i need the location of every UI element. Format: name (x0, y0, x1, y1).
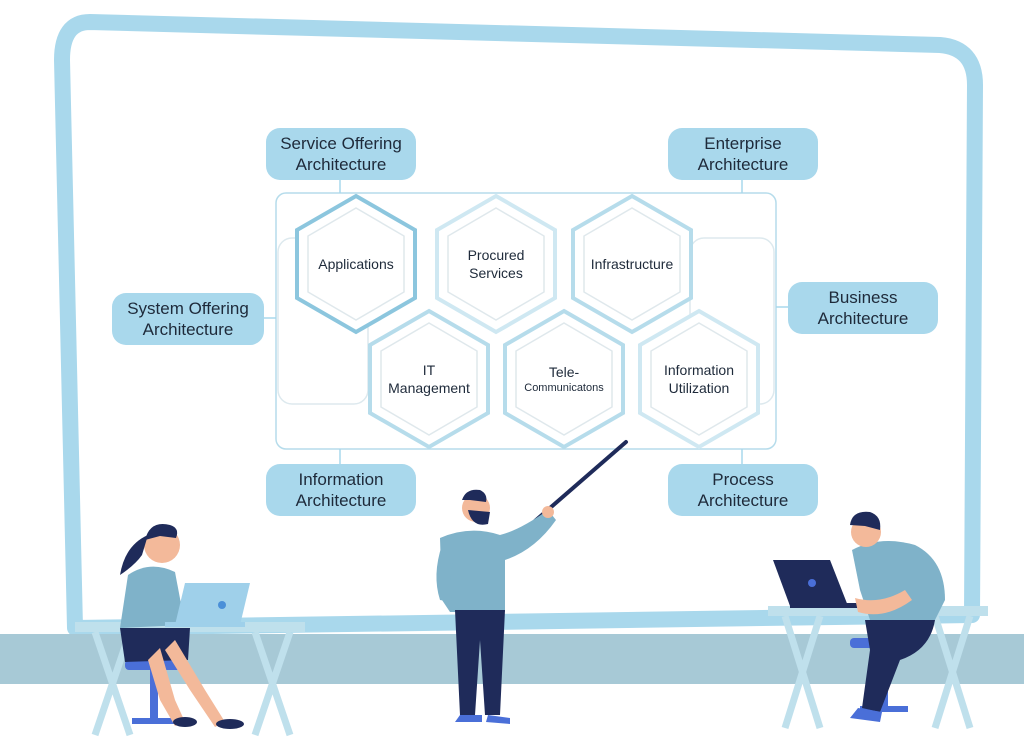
hexagon-information-utilization (638, 308, 760, 450)
man-at-desk (768, 511, 988, 730)
hex-label-it-management: IT Management (388, 362, 470, 396)
hexagon-procured-services (435, 193, 557, 335)
presenter-with-pointer (436, 440, 628, 724)
hexagon-telecommunications (503, 308, 625, 450)
hex-label-procured-services: Procured Services (467, 247, 525, 281)
hex-label-information-utilization: Information Utilization (663, 362, 735, 396)
hexagon-applications (295, 193, 417, 335)
whiteboard-frame (54, 14, 983, 636)
central-box (275, 192, 777, 450)
hex-label-telecommunications: Tele- Communicatons (524, 364, 604, 394)
woman-at-desk (75, 524, 305, 737)
hexagon-infrastructure (571, 193, 693, 335)
hex-label-applications: Applications (318, 256, 394, 272)
hex-label-infrastructure: Infrastructure (590, 256, 674, 272)
hexagon-it-management (368, 308, 490, 450)
